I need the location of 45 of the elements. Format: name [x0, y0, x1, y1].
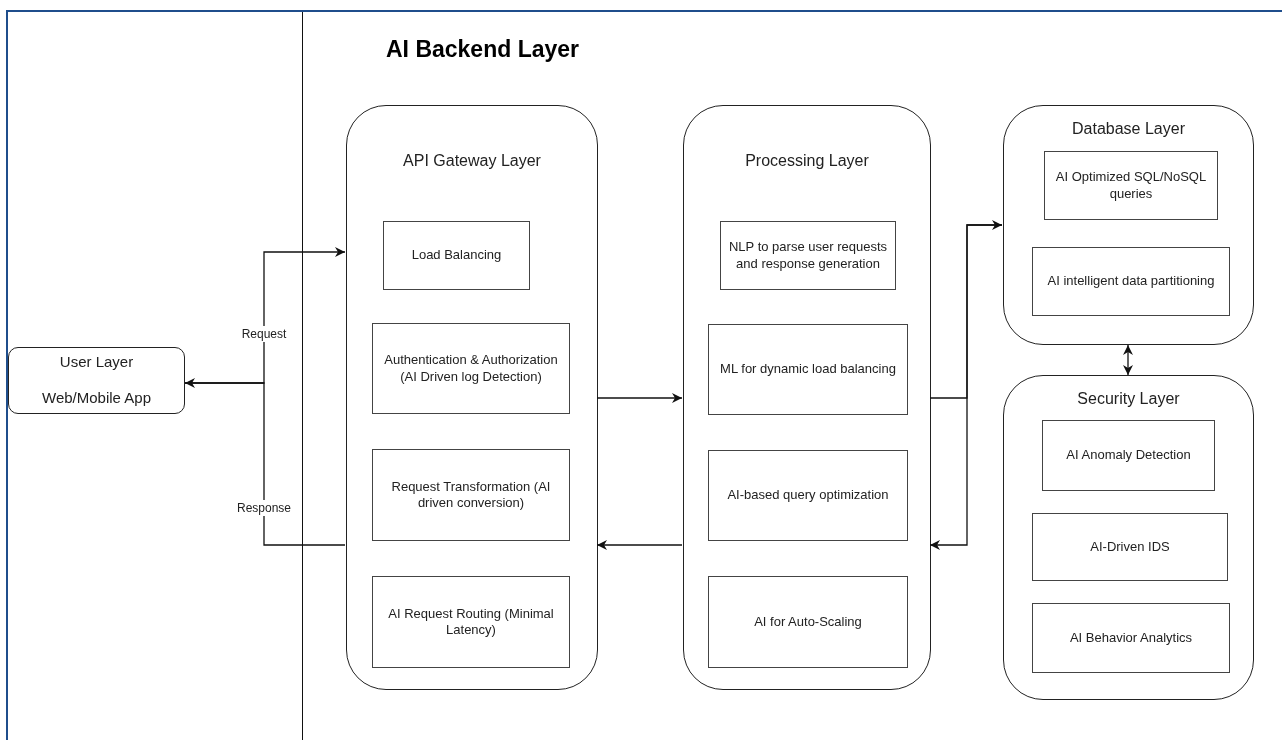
component-box — [372, 323, 570, 414]
arrow — [596, 540, 683, 550]
box-label: AI for Auto-Scaling — [754, 613, 862, 631]
arrow — [929, 224, 1003, 550]
component-box — [1032, 513, 1228, 581]
component-box — [372, 576, 570, 668]
user-box — [8, 347, 185, 414]
box-label: ML for dynamic load balancing — [720, 361, 896, 378]
component-box — [383, 221, 530, 290]
section-title: AI Backend Layer — [386, 36, 580, 63]
box-label: AI Optimized SQL/NoSQL queries — [1054, 169, 1208, 202]
box-label: AI intelligent data partitioning — [1047, 273, 1215, 290]
layer-panel — [683, 105, 931, 690]
layer-heading: Security Layer — [1076, 390, 1181, 408]
layer-heading: API Gateway Layer — [402, 152, 542, 170]
box-label: AI Behavior Analytics — [1069, 629, 1193, 647]
box-label: Load Balancing — [411, 247, 502, 264]
layer-panel — [1003, 375, 1254, 700]
box-label: User Layer — [59, 353, 134, 370]
component-box — [372, 449, 570, 541]
box-label: Web/Mobile App — [42, 389, 151, 406]
layer-heading: Processing Layer — [744, 152, 870, 170]
box-label: AI-Driven IDS — [1090, 538, 1170, 556]
arrow — [184, 378, 346, 546]
box-label: AI Anomaly Detection — [1066, 447, 1191, 464]
layer-panel — [1003, 105, 1254, 345]
component-box — [708, 450, 908, 541]
arrow — [596, 393, 683, 403]
box-label: NLP to parse user requests and response generation — [728, 239, 888, 272]
component-box — [1042, 420, 1215, 491]
component-box — [1032, 603, 1230, 673]
box-label: Authentication & Authorization (AI Driven log Detection) — [383, 352, 559, 385]
box-label: Request Transformation (AI driven conversion) — [390, 478, 552, 512]
edge-label: Response — [236, 500, 292, 516]
edge-label: Request — [240, 326, 288, 342]
box-label: AI-based query optimization — [727, 487, 889, 504]
layer-heading: Database Layer — [1071, 120, 1186, 138]
arrow — [1123, 344, 1133, 376]
component-box — [708, 576, 908, 668]
component-box — [1044, 151, 1218, 220]
component-box — [708, 324, 908, 415]
component-box — [720, 221, 896, 290]
component-box — [1032, 247, 1230, 316]
box-label: AI Request Routing (Minimal Latency) — [387, 605, 555, 639]
layer-panel — [346, 105, 598, 690]
